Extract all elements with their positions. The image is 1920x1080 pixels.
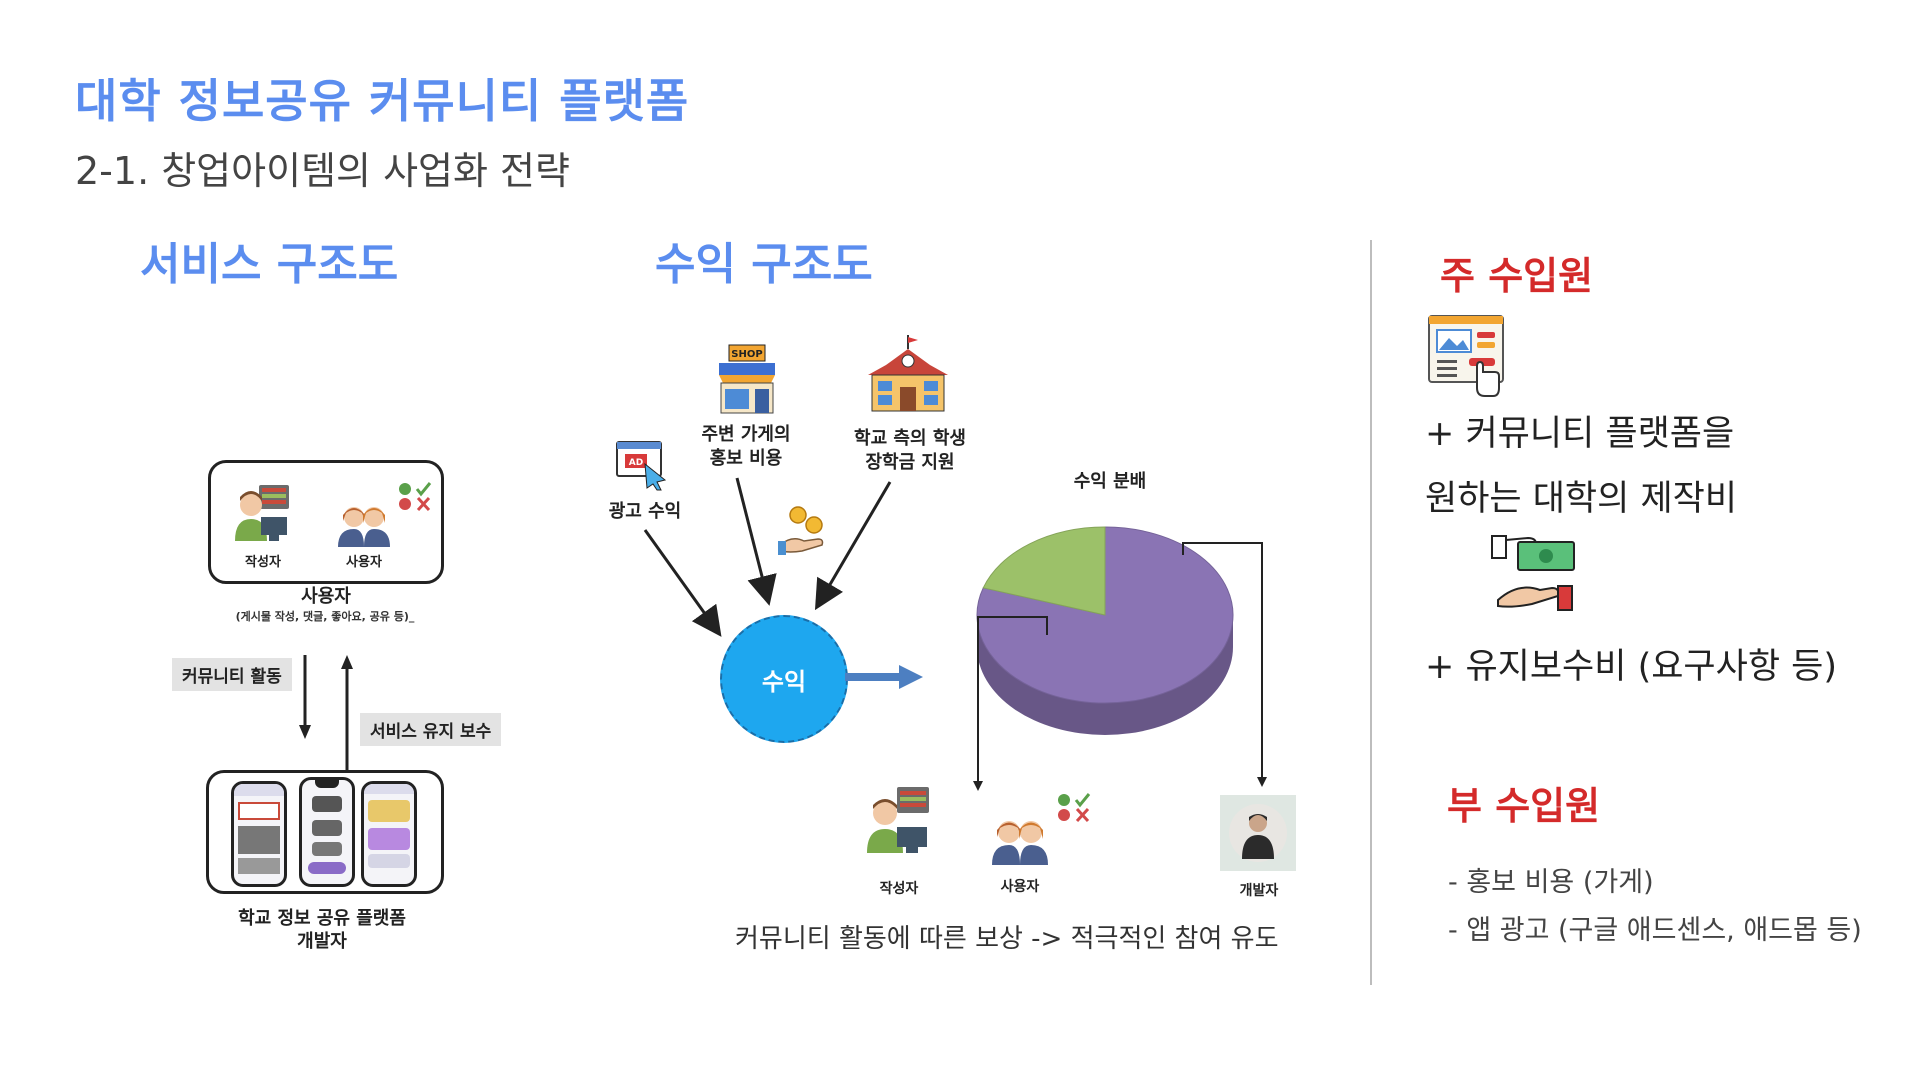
pie-leader-lines: [973, 542, 1267, 791]
phone-screen-2: [299, 777, 355, 887]
school-label-2: 장학금 지원: [865, 452, 955, 473]
shop-icon: SHOP: [719, 344, 775, 414]
approve-reject-icon: [399, 482, 432, 512]
school-icon: [868, 335, 948, 412]
developer-subtitle: 개발자: [297, 931, 347, 952]
sub-income-item-2: - 앱 광고 (구글 애드센스, 애드몹 등): [1448, 915, 1862, 946]
page-subtitle: 2-1. 창업아이템의 사업화 전략: [75, 149, 570, 193]
revenue-arrows: [643, 477, 892, 637]
money-hand-icon: [1491, 535, 1575, 611]
sub-income-item-1: - 홍보 비용 (가게): [1448, 867, 1654, 898]
users-box: 작성자 사용자: [208, 460, 444, 584]
rev-users-icon: [992, 821, 1048, 865]
pie-slice-1: [982, 526, 1106, 616]
ad-icon: AD: [616, 441, 667, 491]
community-activity-tag: 커뮤니티 활동: [172, 658, 292, 691]
web-click-icon: [1428, 315, 1504, 397]
down-arrow: [299, 655, 311, 739]
page-title: 대학 정보공유 커뮤니티 플랫폼: [75, 74, 690, 128]
rev-developer-label: 개발자: [1239, 883, 1279, 899]
users-description: (게시물 작성, 댓글, 좋아요, 공유 등)_: [235, 610, 415, 623]
revenue-diagram-heading: 수익 구조도: [655, 239, 873, 290]
service-diagram-heading: 서비스 구조도: [140, 239, 399, 290]
users-box-user-label: 사용자: [346, 555, 382, 570]
main-income-line-1: + 커뮤니티 플랫폼을: [1425, 414, 1735, 454]
sub-income-heading: 부 수입원: [1447, 784, 1601, 828]
coin-hand-icon: [778, 506, 824, 555]
rev-user-label: 사용자: [1000, 879, 1040, 895]
pie-title: 수익 분배: [1073, 471, 1147, 492]
developer-title: 학교 정보 공유 플랫폼: [238, 908, 406, 929]
ad-revenue-label: 광고 수익: [608, 501, 682, 522]
vertical-divider: [1370, 240, 1372, 985]
rev-writer-label: 작성자: [879, 881, 919, 897]
rev-writer-icon: [867, 787, 929, 853]
writer-icon: [235, 485, 289, 541]
revenue-pie-chart: [976, 526, 1234, 735]
revenue-center-label: 수익: [761, 667, 807, 696]
developer-avatar: [1220, 795, 1296, 871]
phone-screen-1: [231, 781, 287, 887]
pie-side: [977, 615, 1233, 735]
shop-label-2: 홍보 비용: [709, 448, 783, 469]
users-icon: [338, 507, 390, 547]
shop-sign-text: SHOP: [731, 349, 762, 360]
revenue-flow-arrow: [845, 665, 923, 689]
maintenance-tag: 서비스 유지 보수: [360, 713, 502, 746]
phone-screen-3: [361, 781, 417, 887]
revenue-caption: 커뮤니티 활동에 따른 보상 -> 적극적인 참여 유도: [735, 924, 1279, 954]
users-title: 사용자: [301, 586, 351, 607]
school-label-1: 학교 측의 학생: [854, 428, 966, 449]
main-income-heading: 주 수입원: [1440, 254, 1594, 298]
shop-label-1: 주변 가게의: [701, 424, 791, 445]
developer-photo-icon: [1229, 804, 1287, 862]
users-box-writer-label: 작성자: [245, 555, 281, 570]
revenue-center-circle: 수익: [720, 615, 848, 743]
ad-icon-text: AD: [629, 458, 643, 468]
rev-approve-reject-icon: [1058, 793, 1091, 823]
up-arrow: [341, 655, 353, 775]
developer-box: [206, 770, 444, 894]
main-income-line-2: 원하는 대학의 제작비: [1425, 479, 1738, 519]
main-income-line-3: + 유지보수비 (요구사항 등): [1425, 647, 1838, 687]
